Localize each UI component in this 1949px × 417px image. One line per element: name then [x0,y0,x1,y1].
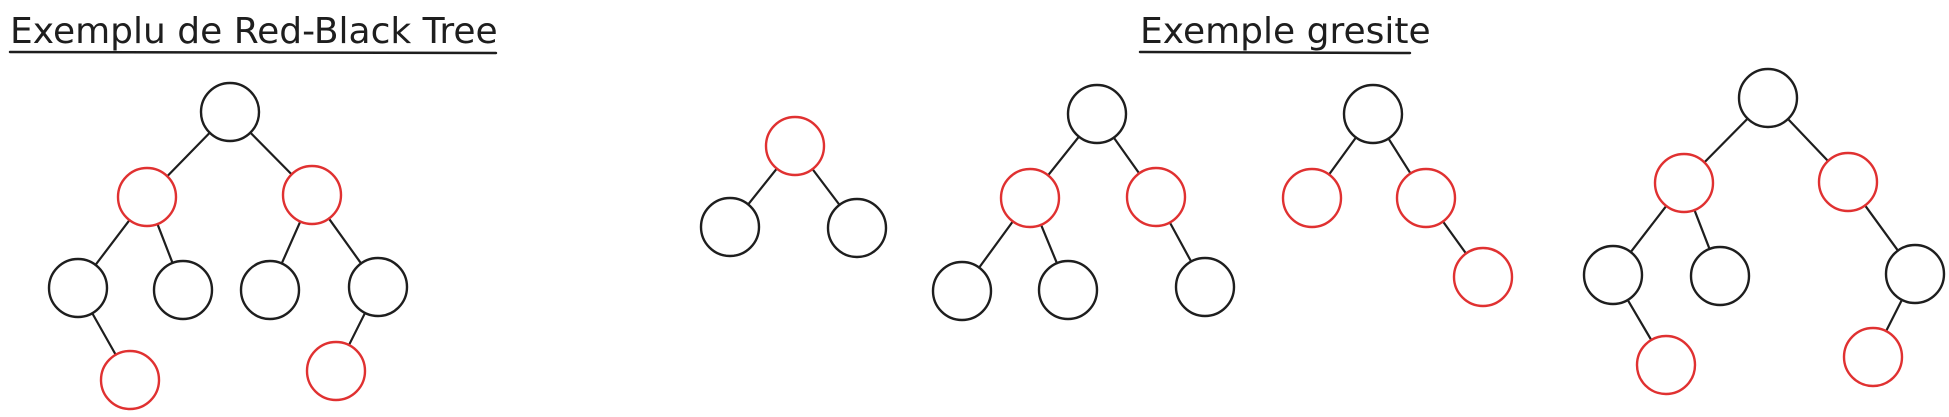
tree-edge [1626,298,1653,342]
tree-edge [1039,223,1059,265]
tree-edge [1786,117,1830,163]
tree-edge [1441,220,1468,255]
tree-edge [1387,137,1412,175]
black-node [1582,244,1644,306]
tree-edge [156,222,174,265]
black-node [1342,83,1404,145]
title-right-underline [1138,50,1412,55]
title-left-underline [8,50,498,55]
black-node [931,260,993,322]
title-right: Exemple gresite [1140,11,1431,52]
red-node [1281,167,1343,229]
tree-wrong-example-4 [1582,67,1946,396]
black-node [1037,259,1099,321]
tree-edge [1863,204,1900,252]
red-node [1452,246,1514,308]
red-node [281,164,343,226]
tree-edge [280,220,302,265]
tree-edge [1629,204,1668,254]
tree-edge [91,312,117,356]
tree-edge [94,219,131,266]
black-node [1174,256,1236,318]
tree-edge [249,131,293,176]
black-node [1066,83,1128,145]
black-node [826,197,888,259]
red-node [999,167,1061,229]
black-node [1737,67,1799,129]
tree-edge [347,311,367,347]
red-node [764,115,826,177]
tree-correct-example [47,81,409,411]
black-node [1884,243,1946,305]
red-node [1125,166,1187,228]
black-node [47,257,109,319]
trees-layer [47,67,1946,411]
tree-edge [327,217,363,265]
red-node [1817,151,1879,213]
tree-edge [747,167,778,206]
red-node [305,340,367,402]
tree-edge [1046,135,1081,177]
tree-edge [1327,136,1358,176]
title-left: Exemplu de Red-Black Tree [10,11,498,52]
tree-edge [166,131,211,178]
black-node [347,256,409,318]
black-node [699,196,761,258]
tree-wrong-example-3 [1281,83,1514,308]
tree-edge [811,168,841,206]
black-node [152,259,214,321]
tree-edge [1168,221,1193,263]
red-node [1395,167,1457,229]
red-node [1635,334,1697,396]
tree-wrong-example-1 [699,115,888,259]
tree-wrong-example-2 [931,83,1236,322]
black-node [1689,245,1751,307]
red-node [99,349,161,411]
tree-edge [1884,298,1904,333]
black-node [239,259,301,321]
tree-edge [1693,208,1711,251]
red-node [1842,326,1904,388]
red-node [1653,152,1715,214]
tree-edge [1703,117,1749,164]
red-node [116,166,178,228]
tree-edge [978,220,1014,269]
tree-edge [1112,136,1141,175]
black-node [199,81,261,143]
